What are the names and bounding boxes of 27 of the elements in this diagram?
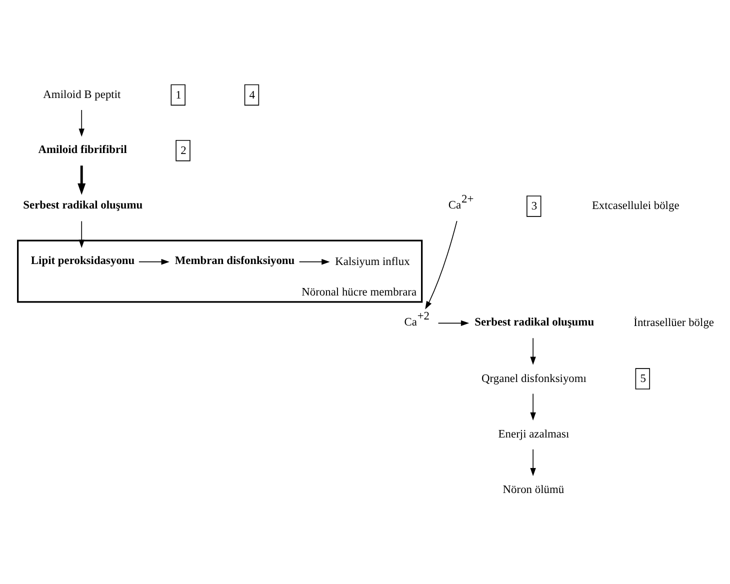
label: Extcasellulei bölge — [592, 200, 680, 212]
label: 1 — [176, 88, 182, 101]
node-text: Amiloid B peptit — [43, 88, 121, 101]
node-text: Qrganel disfonksiyomı — [482, 372, 586, 384]
arrow — [530, 392, 536, 420]
arrow — [438, 320, 470, 326]
arrow — [78, 220, 84, 248]
node-text: Amiloid fibrifibril — [38, 143, 127, 156]
node-text: Kalsiyum influx — [335, 255, 410, 268]
label: 2 — [180, 144, 186, 157]
node-text: Lipit peroksidasyonu — [30, 254, 135, 267]
arrow — [530, 448, 536, 476]
arrow — [138, 258, 170, 264]
node-text: Serbest radikal oluşumu — [474, 316, 594, 328]
label: 5 — [640, 372, 646, 385]
arrow — [530, 337, 536, 364]
node-text: Serbest radikal oluşumu — [23, 198, 143, 211]
arrow — [78, 109, 84, 136]
node-text: Enerji azalması — [498, 428, 570, 440]
node-text: Membran disfonksiyonu — [174, 254, 295, 267]
label: İntrasellüer bölge — [634, 316, 714, 329]
arrow — [78, 165, 86, 194]
label: 4 — [249, 88, 255, 101]
node-text: Nöron ölümü — [502, 484, 564, 496]
arrow — [425, 220, 458, 309]
arrow — [298, 258, 330, 264]
label: 3 — [531, 200, 538, 212]
